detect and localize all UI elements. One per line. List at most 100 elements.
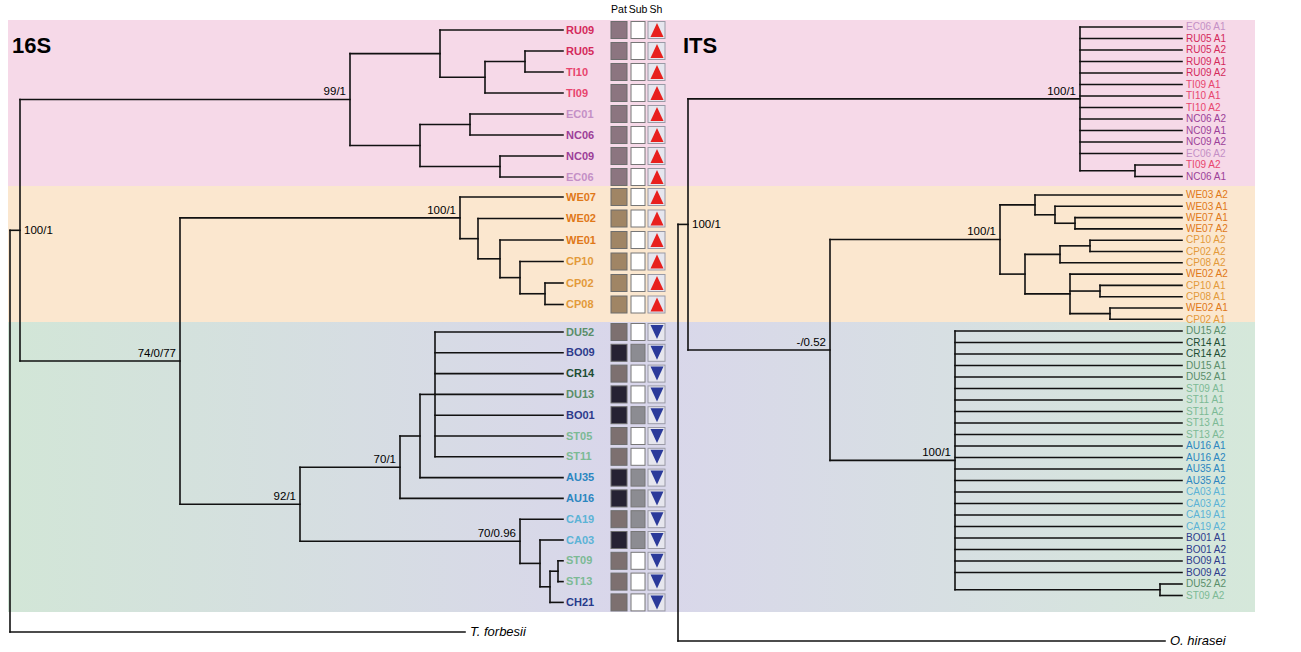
- column-header: Sub: [629, 3, 648, 15]
- tree-branch: [1080, 49, 1182, 51]
- tree-branch: [558, 560, 563, 562]
- substrate-box: [631, 490, 645, 507]
- taxon-label: CA19: [566, 513, 594, 526]
- tree-node-line: [349, 54, 351, 146]
- pattern-swatch: [611, 594, 627, 611]
- substrate-box: [631, 64, 645, 81]
- tree-node-line: [999, 205, 1001, 274]
- substrate-box: [631, 106, 645, 123]
- tree-node-line: [299, 467, 301, 541]
- taxon-label: AU35 A2: [1186, 475, 1225, 487]
- tree-branch: [460, 196, 563, 198]
- tree-branch: [1080, 72, 1182, 74]
- shape-box: [648, 275, 665, 292]
- shape-up-triangle: [651, 255, 664, 269]
- taxon-label: ST09 A1: [1186, 383, 1224, 395]
- pattern-swatch: [611, 573, 627, 590]
- tree-branch: [955, 388, 1182, 390]
- taxon-label: CR14 A1: [1186, 337, 1226, 349]
- taxon-label: ST13: [566, 575, 592, 588]
- tree-branch: [478, 258, 500, 260]
- tree-branch: [1000, 204, 1035, 206]
- taxon-label: ST05: [566, 430, 592, 443]
- taxon-label: ST13 A1: [1186, 417, 1224, 429]
- tree-node-line: [19, 100, 21, 361]
- substrate-box: [631, 594, 645, 611]
- tree-branch: [485, 61, 525, 63]
- outgroup-label: T. forbesii: [470, 625, 526, 640]
- tree-node-line: [549, 571, 551, 602]
- taxon-label: TI09 A1: [1186, 79, 1220, 91]
- tree-branch: [1110, 307, 1182, 309]
- tree-node-line: [829, 239, 831, 460]
- taxon-label: CP02: [566, 277, 594, 290]
- tree-branch: [1100, 285, 1182, 287]
- shape-box: [648, 344, 665, 361]
- taxon-label: NC06 A2: [1186, 113, 1226, 125]
- tree-branch: [1025, 254, 1060, 256]
- pattern-swatch: [611, 43, 627, 60]
- tree-branch: [420, 477, 563, 479]
- tree-node-line: [439, 30, 441, 77]
- substrate-box: [631, 189, 645, 206]
- orange-band: [8, 186, 1255, 322]
- tree-branch: [435, 414, 563, 416]
- tree-node-line: [1099, 285, 1101, 296]
- pattern-swatch: [611, 106, 627, 123]
- support-value: 100/1: [922, 446, 951, 459]
- tree-branch: [955, 537, 1182, 539]
- tree-branch: [400, 498, 563, 500]
- taxon-label: CP02 A1: [1186, 314, 1225, 326]
- tree-branch: [955, 572, 1182, 574]
- tree-branch: [440, 76, 485, 78]
- shape-box: [648, 469, 665, 486]
- tree-branch: [550, 602, 563, 604]
- tree-branch: [955, 376, 1182, 378]
- tree-branch: [180, 217, 460, 219]
- shape-box: [648, 428, 665, 445]
- shape-up-triangle: [651, 149, 664, 163]
- tree-branch: [540, 539, 563, 541]
- taxon-label: CA19 A2: [1186, 521, 1225, 533]
- taxon-label: AU35: [566, 471, 594, 484]
- tree-branch: [955, 445, 1182, 447]
- tree-branch: [478, 218, 563, 220]
- taxon-label: DU52 A1: [1186, 371, 1226, 383]
- shape-down-triangle: [651, 325, 664, 339]
- substrate-box: [631, 407, 645, 424]
- taxon-label: TI10: [566, 66, 588, 79]
- column-header: Sh: [650, 3, 663, 15]
- shape-down-triangle: [651, 387, 664, 401]
- support-value: 100/1: [1047, 85, 1076, 98]
- shape-box: [648, 324, 665, 341]
- green-band: [8, 322, 1255, 612]
- pattern-swatch: [611, 275, 627, 292]
- shape-box: [648, 386, 665, 403]
- tree-node-line: [524, 51, 526, 72]
- panel-title: ITS: [683, 33, 717, 58]
- tree-node-line: [1159, 584, 1161, 596]
- tree-branch: [1035, 194, 1182, 196]
- taxon-label: WE03 A1: [1186, 201, 1228, 213]
- tree-node-line: [1069, 274, 1071, 314]
- taxon-label: CP08 A1: [1186, 291, 1225, 303]
- tree-branch: [830, 460, 955, 462]
- tree-branch: [540, 586, 550, 588]
- tree-branch: [1080, 118, 1182, 120]
- tree-branch: [1070, 290, 1100, 292]
- taxon-label: TI10 A2: [1186, 102, 1220, 114]
- column-header: Pat: [611, 3, 627, 15]
- tree-branch: [550, 570, 558, 572]
- taxon-label: BO01 A1: [1186, 532, 1226, 544]
- tree-node-line: [477, 219, 479, 259]
- tree-node-line: [1034, 195, 1036, 215]
- tree-branch: [1000, 273, 1025, 275]
- tree-branch: [955, 422, 1182, 424]
- tree-branch: [1060, 262, 1182, 264]
- substrate-box: [631, 532, 645, 549]
- pattern-swatch: [611, 428, 627, 445]
- taxon-label: RU09 A2: [1186, 67, 1226, 79]
- pattern-swatch: [611, 386, 627, 403]
- pattern-swatch: [611, 511, 627, 528]
- taxon-label: CA19 A1: [1186, 509, 1225, 521]
